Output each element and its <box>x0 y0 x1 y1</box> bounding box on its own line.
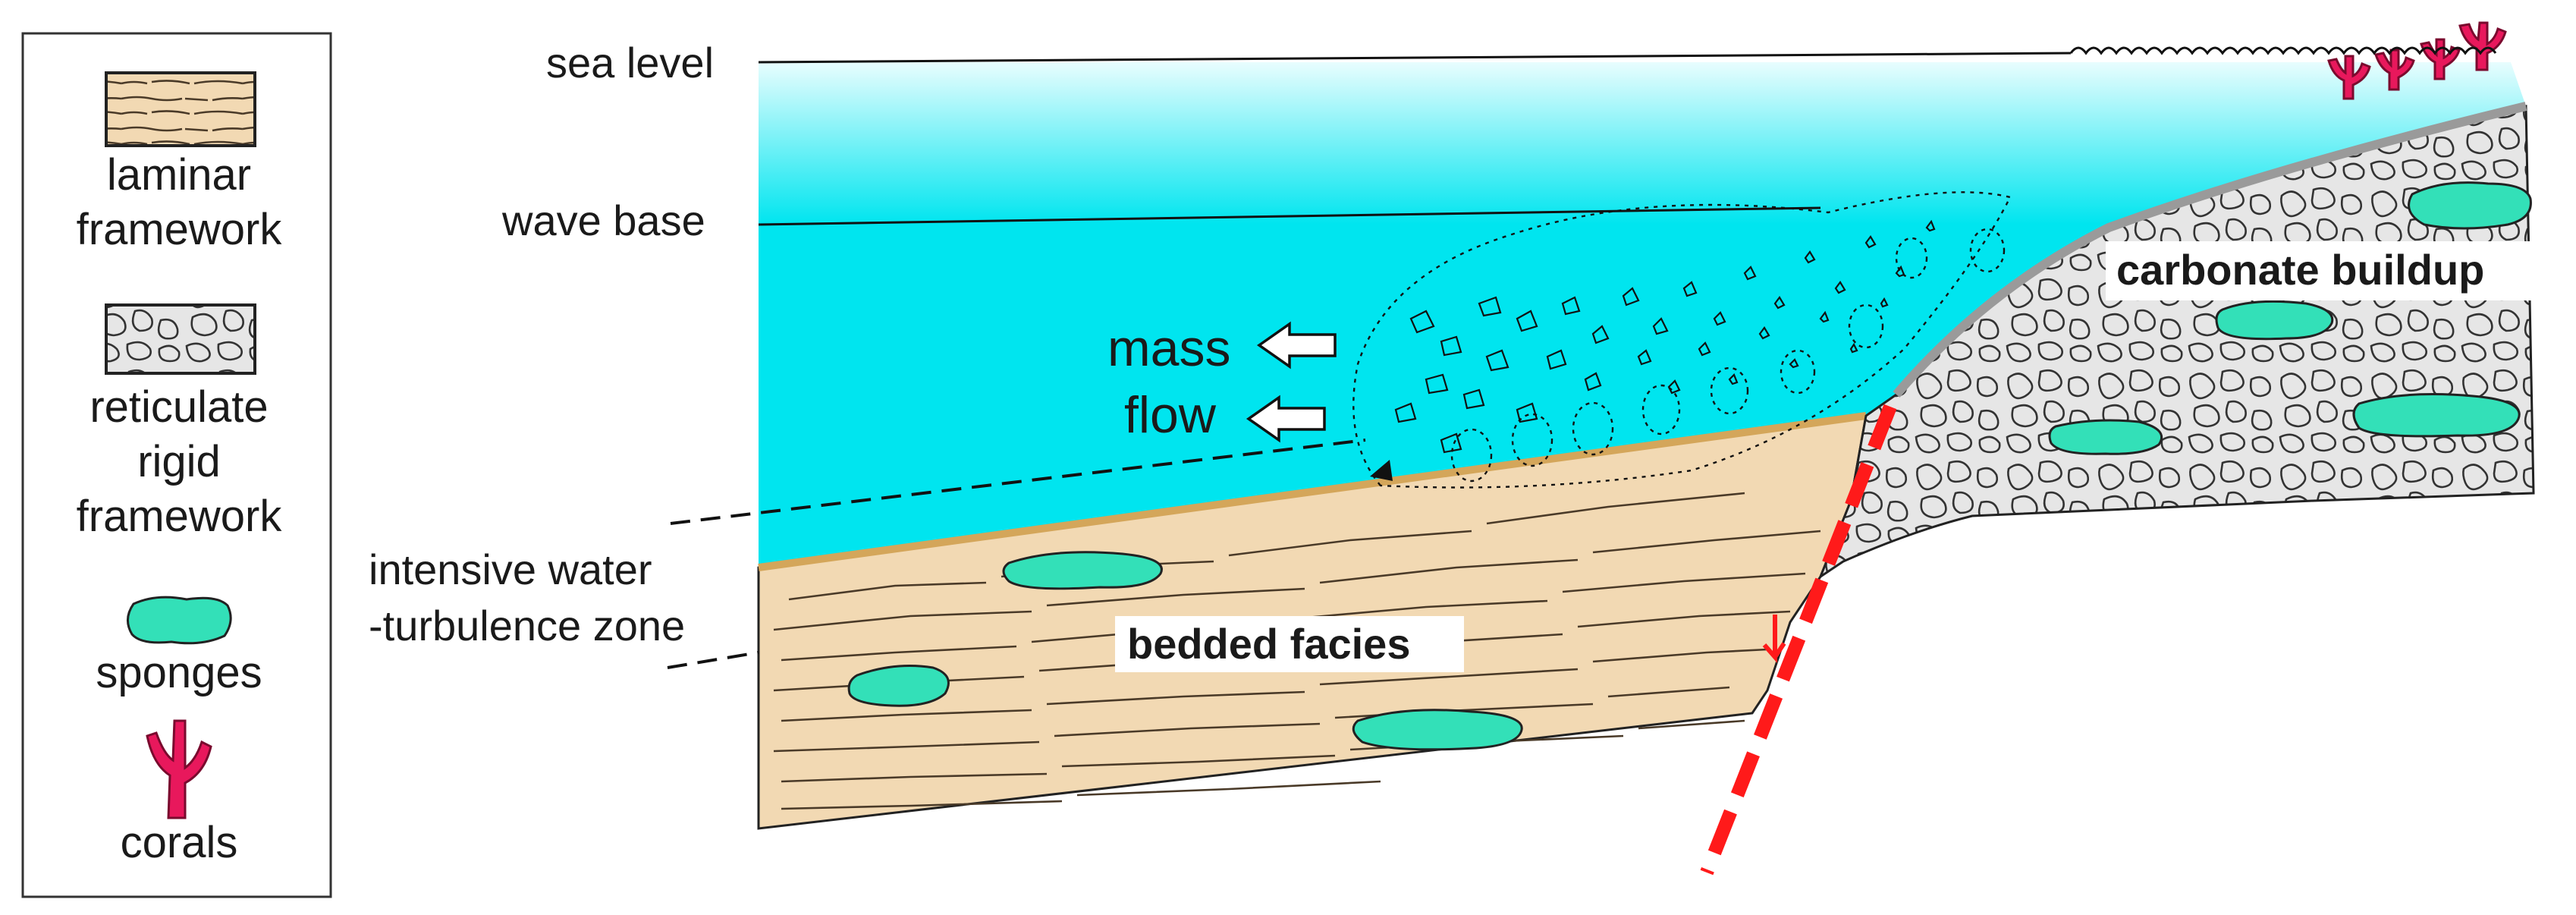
sponge <box>1002 551 1163 590</box>
wave-base-label: wave base <box>501 197 705 244</box>
mass-flow-label-1: mass <box>1107 319 1230 377</box>
buildup-surface-line <box>1893 102 2527 398</box>
left-arrow-icon <box>1246 395 1326 443</box>
sponge <box>2048 419 2163 455</box>
sponge <box>847 665 950 707</box>
legend-label-laminar-2: framework <box>77 205 283 254</box>
coral-icon <box>146 719 212 819</box>
legend-label-laminar-1: laminar <box>107 150 251 200</box>
arrowhead-icon <box>1370 460 1393 481</box>
coral <box>2458 21 2507 71</box>
carbonate-buildup-label: carbonate buildup <box>2116 246 2484 294</box>
coral <box>2327 55 2371 100</box>
sponge <box>2408 181 2532 230</box>
mass-flow-deposit <box>1352 191 2012 489</box>
water-body <box>759 62 2526 568</box>
mass-flow-outline <box>1352 191 2012 489</box>
left-arrow-icon <box>1256 321 1337 369</box>
wave-base-line <box>758 206 1821 226</box>
bedded-facies-label-bg <box>1115 616 1464 672</box>
legend-label-reticulate-2: rigid <box>137 437 221 486</box>
mass-flow-clasts <box>1394 219 1936 454</box>
carbonate-buildup-label-bg <box>2106 241 2549 300</box>
turbulence-zone-label-1: intensive water <box>369 546 652 593</box>
sponge <box>2215 300 2334 341</box>
fault-line <box>1700 404 1897 876</box>
bedded-facies-label: bedded facies <box>1127 620 1410 668</box>
sea-surface-waves <box>2069 46 2497 55</box>
laminar-framework-swatch <box>105 71 256 147</box>
sponge <box>1352 709 1523 751</box>
mass-flow-eddies <box>1450 228 2006 483</box>
legend-label-sponges: sponges <box>96 648 262 697</box>
legend-label-corals: corals <box>121 818 238 867</box>
sponge-icon <box>127 596 232 645</box>
sea-level-line <box>758 52 2072 64</box>
fault <box>1700 404 1897 876</box>
sponge <box>2352 393 2521 438</box>
sea-level-label: sea level <box>546 39 714 86</box>
coral <box>2374 49 2415 91</box>
legend-label-reticulate-1: reticulate <box>90 382 268 432</box>
bedded-facies-top-line <box>758 412 1867 571</box>
mass-flow-arrows <box>1246 321 1337 443</box>
turbulence-zone-lines <box>667 439 1366 669</box>
turbulence-zone-label-2: -turbulence zone <box>369 602 685 649</box>
legend-label-reticulate-3: framework <box>77 492 283 541</box>
fault-arrow-icon <box>1762 615 1786 663</box>
mass-flow-label-2: flow <box>1124 386 1217 444</box>
legend: laminar framework reticulate rigid frame… <box>21 32 332 898</box>
reticulate-framework-swatch <box>105 303 256 375</box>
sponges <box>847 181 2532 751</box>
